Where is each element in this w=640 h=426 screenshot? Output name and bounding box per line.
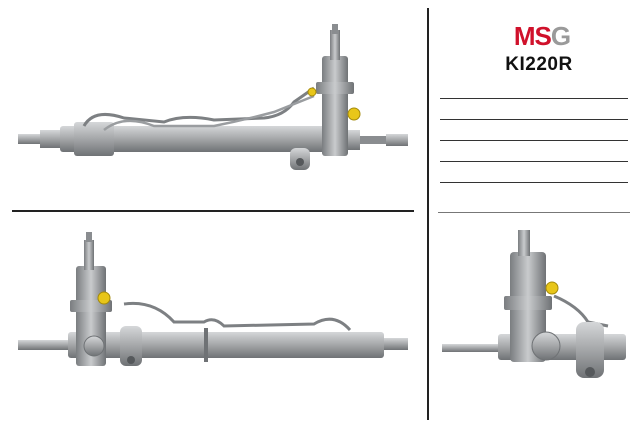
vertical-divider bbox=[427, 8, 429, 420]
msg-logo: MSG bbox=[494, 22, 590, 50]
steering-rack-rear-view bbox=[18, 232, 408, 366]
horizontal-divider-left bbox=[12, 210, 414, 212]
steering-rack-front-view bbox=[18, 24, 408, 170]
blank-line bbox=[440, 161, 628, 162]
blank-line bbox=[440, 140, 628, 141]
blank-line bbox=[440, 182, 628, 183]
horizontal-divider-right bbox=[438, 212, 630, 213]
blank-lines bbox=[440, 98, 628, 203]
logo-part-ms: MS bbox=[513, 21, 552, 51]
product-code: KI220R bbox=[505, 54, 573, 75]
blank-line bbox=[440, 98, 628, 99]
logo-part-g: G bbox=[550, 21, 571, 51]
blank-line bbox=[440, 119, 628, 120]
steering-rack-end-view bbox=[442, 230, 626, 378]
